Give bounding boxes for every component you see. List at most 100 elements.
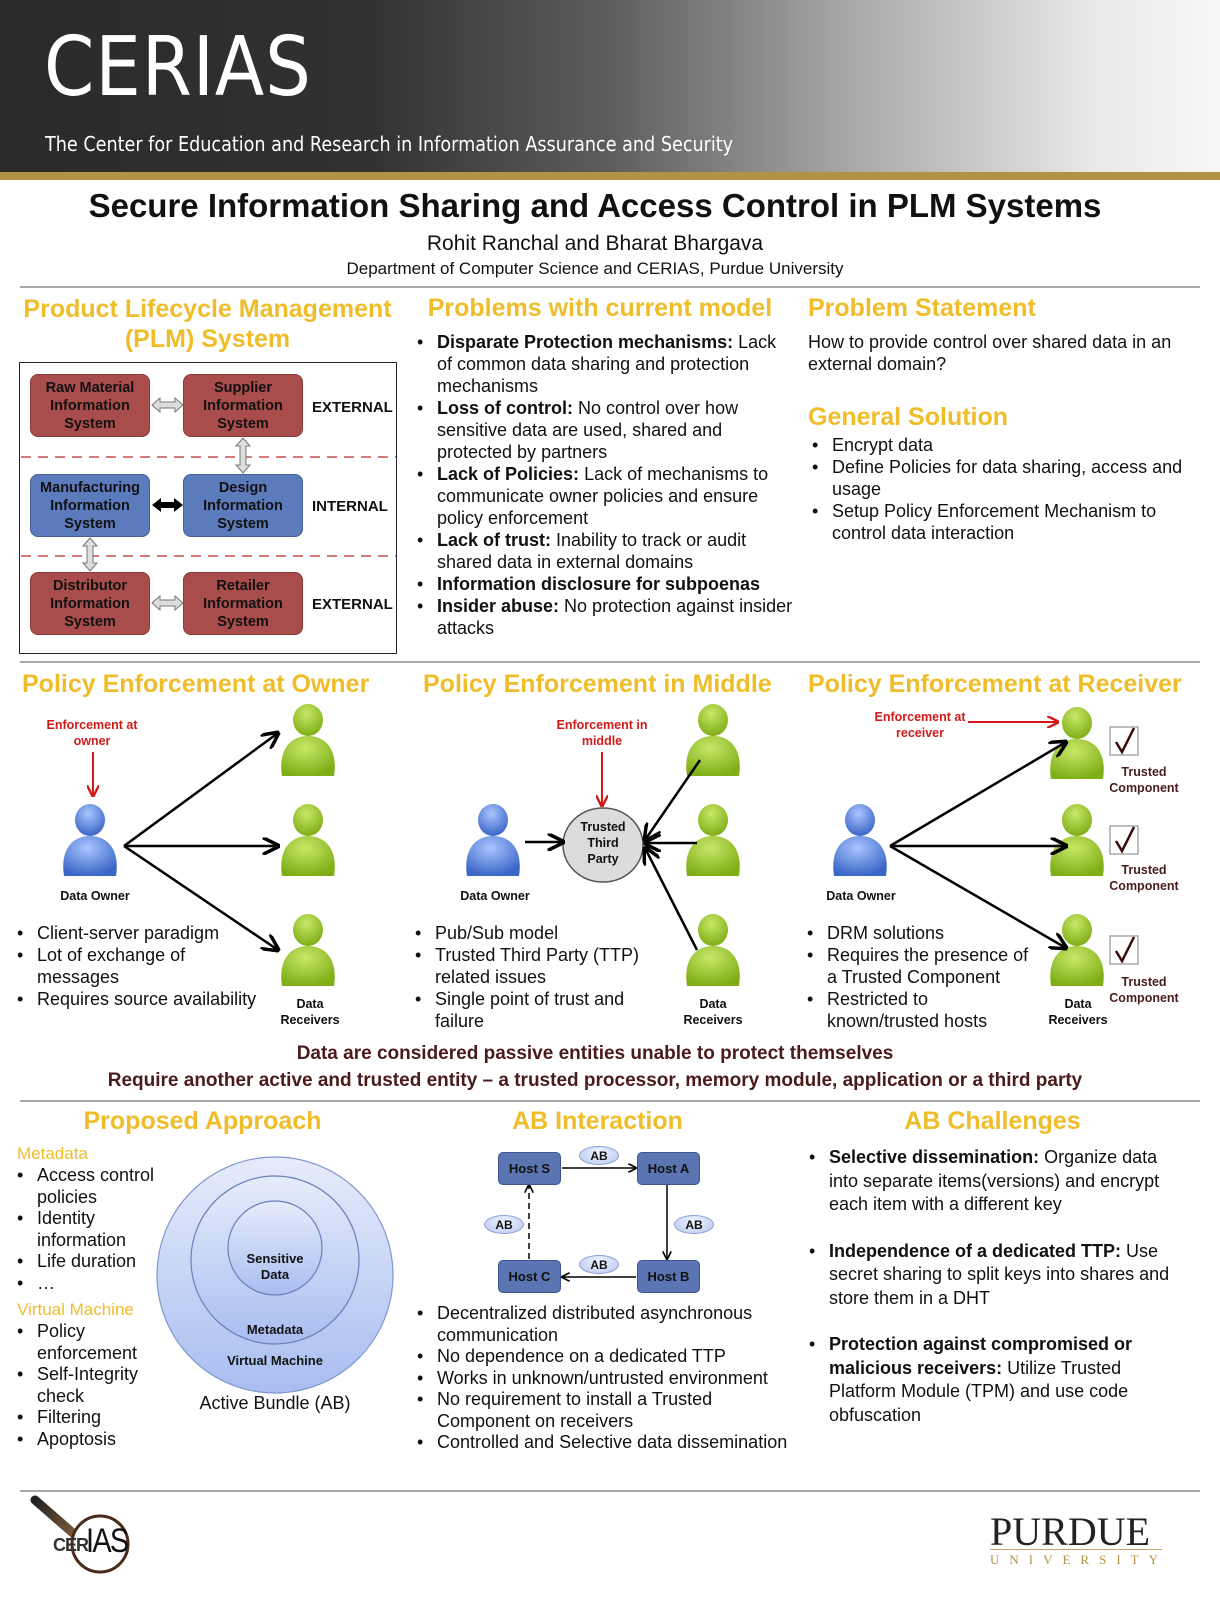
- vm-subheading: Virtual Machine: [17, 1300, 134, 1319]
- data-owner-label: Data Owner: [460, 889, 530, 903]
- zone-internal: INTERNAL: [312, 498, 388, 515]
- virtual-machine-label: Virtual Machine: [227, 1353, 323, 1368]
- data-owner-label: Data Owner: [60, 889, 130, 903]
- cerias-tagline: The Center for Education and Research in…: [45, 132, 734, 156]
- pe-receiver-list: DRM solutions Requires the presence of a…: [805, 922, 1040, 1032]
- department: Department of Computer Science and CERIA…: [346, 259, 844, 278]
- metadata-item: Identity information: [15, 1208, 165, 1251]
- problem-item: Loss of control: No control over how sen…: [415, 397, 795, 463]
- challenge-item: Selective dissemination: Organize data i…: [807, 1146, 1177, 1217]
- section-divider: [20, 1100, 1200, 1102]
- cerias-brand: CERIAS: [44, 20, 312, 115]
- ab-challenges-heading: AB Challenges: [904, 1107, 1081, 1135]
- distributor-box: Distributor Information System: [30, 572, 150, 635]
- magnifier-lens-icon: [70, 1514, 130, 1574]
- checkbox-icon: [1109, 935, 1139, 965]
- data-receivers-label: Data Receivers: [1048, 997, 1108, 1027]
- trusted-component-label: Trusted Component: [1109, 863, 1179, 893]
- plm-diagram: [19, 362, 397, 654]
- magnifier-handle-icon: [30, 1495, 79, 1539]
- metadata-subheading: Metadata: [17, 1144, 88, 1163]
- host-s-node: Host S: [498, 1152, 561, 1185]
- pe-middle-item: Single point of trust and failure: [413, 988, 663, 1032]
- ab-token: AB: [579, 1255, 619, 1274]
- pe-middle-list: Pub/Sub model Trusted Third Party (TTP) …: [413, 922, 663, 1032]
- vm-list: Policy enforcement Self-Integrity check …: [15, 1321, 165, 1450]
- arrow-icon: [645, 759, 702, 840]
- checkmark-icon: [1114, 826, 1136, 854]
- solution-item: Setup Policy Enforcement Mechanism to co…: [810, 500, 1190, 544]
- arrow-icon: [889, 742, 1066, 848]
- problem-item: Lack of Policies: Lack of mechanisms to …: [415, 463, 795, 529]
- host-a-node: Host A: [637, 1152, 700, 1185]
- vm-item: Filtering: [15, 1407, 165, 1429]
- general-solution-heading: General Solution: [808, 403, 1009, 431]
- active-bundle-caption: Active Bundle (AB): [199, 1393, 351, 1413]
- pe-receiver-item: Requires the presence of a Trusted Compo…: [805, 944, 1040, 988]
- ab-interaction-item: Works in unknown/untrusted environment: [415, 1368, 810, 1390]
- ab-interaction-heading: AB Interaction: [512, 1107, 683, 1135]
- plm-heading-line1: Product Lifecycle Management: [23, 295, 392, 323]
- pe-owner-list: Client-server paradigm Lot of exchange o…: [15, 922, 260, 1010]
- double-arrow-icon: [151, 396, 184, 414]
- problem-item: Information disclosure for subpoenas: [415, 573, 795, 595]
- metadata-item: Access control policies: [15, 1165, 165, 1208]
- metadata-list: Access control policies Identity informa…: [15, 1165, 165, 1294]
- challenge-item: Independence of a dedicated TTP: Use sec…: [807, 1240, 1177, 1311]
- section-divider: [20, 1490, 1200, 1492]
- metadata-label: Metadata: [246, 1322, 304, 1337]
- enforcement-owner-label: Enforcement at owner: [46, 718, 138, 748]
- trusted-component-label: Trusted Component: [1109, 975, 1179, 1005]
- metadata-item: Life duration: [15, 1251, 165, 1273]
- enforcement-receiver-label: Enforcement at receiver: [874, 710, 966, 740]
- checkmark-icon: [1114, 936, 1136, 964]
- plm-heading-line2: (PLM) System: [124, 325, 291, 353]
- pe-owner-item: Requires source availability: [15, 988, 260, 1010]
- problem-item: Lack of trust: Inability to track or aud…: [415, 529, 795, 573]
- pe-owner-heading: Policy Enforcement at Owner: [22, 670, 370, 698]
- ab-token: AB: [484, 1215, 524, 1234]
- checkmark-icon: [1114, 727, 1136, 755]
- pe-middle-heading: Policy Enforcement in Middle: [423, 670, 772, 698]
- double-arrow-icon-internal: [152, 498, 183, 512]
- ab-interaction-item: No dependence on a dedicated TTP: [415, 1346, 810, 1368]
- data-owner-label: Data Owner: [826, 889, 896, 903]
- problems-list: Disparate Protection mechanisms: Lack of…: [415, 331, 795, 639]
- metadata-item: …: [15, 1273, 165, 1295]
- purdue-rule: [990, 1549, 1162, 1550]
- double-arrow-icons: [81, 396, 252, 612]
- middle-arrows: [525, 759, 702, 951]
- pe-owner-item: Lot of exchange of messages: [15, 944, 260, 988]
- plm-heading: Product Lifecycle Management (PLM) Syste…: [10, 294, 405, 354]
- solution-item: Define Policies for data sharing, access…: [810, 456, 1190, 500]
- problem-item: Insider abuse: No protection against ins…: [415, 595, 795, 639]
- ab-token: AB: [579, 1146, 619, 1165]
- pe-owner-item: Client-server paradigm: [15, 922, 260, 944]
- purdue-wordmark: PURDUE: [990, 1509, 1151, 1554]
- general-solution-list: Encrypt data Define Policies for data sh…: [810, 434, 1190, 544]
- cerias-logo-left-text: CER: [53, 1535, 89, 1555]
- ttp-label: Trusted Third Party: [580, 820, 626, 866]
- zone-external-bottom: EXTERNAL: [312, 596, 393, 613]
- host-b-node: Host B: [637, 1260, 700, 1293]
- university-wordmark: UNIVERSITY: [990, 1552, 1168, 1567]
- ab-interaction-item: Controlled and Selective data disseminat…: [415, 1432, 810, 1454]
- problem-statement-text: How to provide control over shared data …: [808, 332, 1172, 374]
- section-divider: [20, 286, 1200, 288]
- vm-item: Policy enforcement: [15, 1321, 165, 1364]
- problem-item: Disparate Protection mechanisms: Lack of…: [415, 331, 795, 397]
- host-c-node: Host C: [498, 1260, 561, 1293]
- double-arrow-icon: [151, 594, 184, 612]
- ab-interaction-item: Decentralized distributed asynchronous c…: [415, 1303, 810, 1346]
- challenge-item: Protection against compromised or malici…: [807, 1333, 1177, 1427]
- vm-item: Apoptosis: [15, 1429, 165, 1451]
- pe-receiver-item: Restricted to known/trusted hosts: [805, 988, 1040, 1032]
- arrow-icon: [123, 733, 278, 848]
- supplier-box: Supplier Information System: [183, 374, 303, 437]
- sensitive-data-core: [227, 1200, 323, 1296]
- note-line-1: Data are considered passive entities una…: [296, 1043, 894, 1064]
- solution-item: Encrypt data: [810, 434, 1190, 456]
